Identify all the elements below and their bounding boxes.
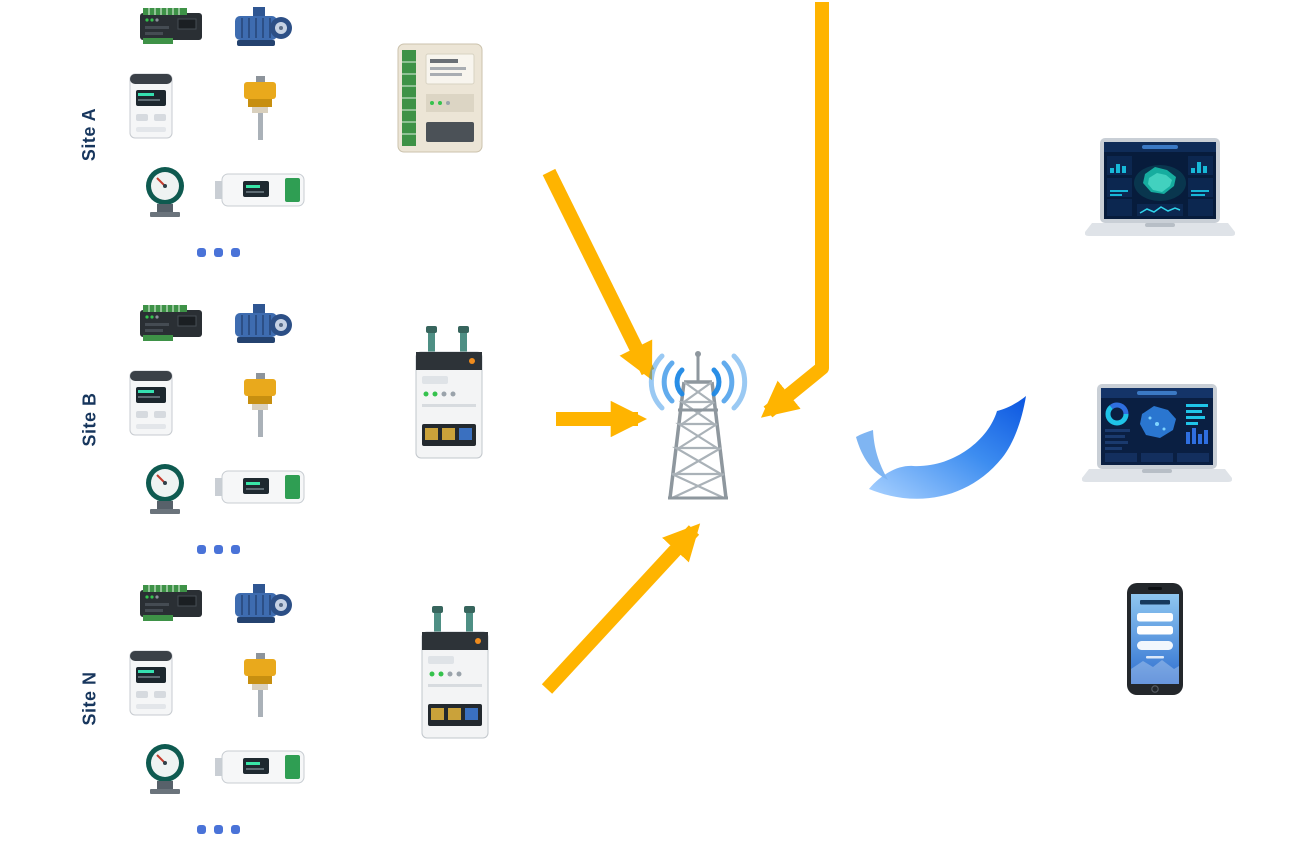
plc-icon: [138, 6, 204, 46]
uplink-arrow-vertical: [760, 2, 829, 418]
more-devices-ellipsis: [197, 545, 240, 554]
controller-icon: [127, 72, 175, 140]
plc-icon: [138, 303, 204, 343]
uplink-arrow-site-n: [541, 523, 701, 694]
dashboard-laptop-icon: [1085, 138, 1235, 238]
controller-icon: [127, 649, 175, 717]
pressure-sensor-icon: [237, 76, 283, 142]
motor-icon: [229, 4, 293, 50]
cellular-router-icon: [410, 606, 500, 741]
mobile-app-phone-icon: [1126, 583, 1184, 695]
transmitter-icon: [215, 166, 311, 214]
cell-tower-icon: [626, 346, 770, 508]
flow-meter-icon: [137, 461, 193, 515]
plc-icon: [138, 583, 204, 623]
uplink-arrow-site-a: [542, 168, 655, 381]
din-rail-gateway-icon: [390, 38, 490, 158]
motor-icon: [229, 581, 293, 627]
controller-icon: [127, 369, 175, 437]
more-devices-ellipsis: [197, 825, 240, 834]
more-devices-ellipsis: [197, 248, 240, 257]
site-a-label: Site A: [79, 107, 100, 161]
cloud-swoosh-icon: [856, 396, 1026, 499]
site-n-label: Site N: [79, 670, 100, 726]
pressure-sensor-icon: [237, 373, 283, 439]
cellular-router-icon: [404, 326, 494, 461]
flow-meter-icon: [137, 741, 193, 795]
transmitter-icon: [215, 463, 311, 511]
transmitter-icon: [215, 743, 311, 791]
pressure-sensor-icon: [237, 653, 283, 719]
motor-icon: [229, 301, 293, 347]
charts-laptop-icon: [1082, 384, 1232, 484]
flow-meter-icon: [137, 164, 193, 218]
site-b-label: Site B: [79, 391, 100, 447]
